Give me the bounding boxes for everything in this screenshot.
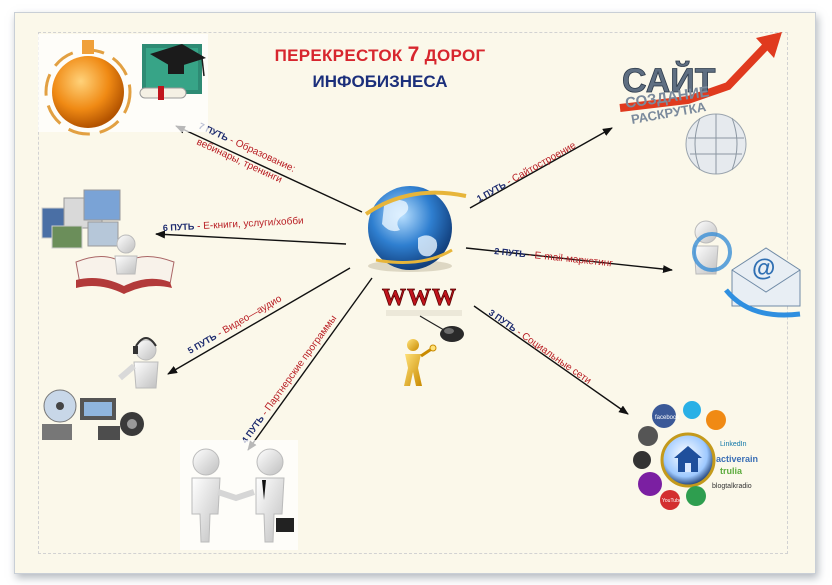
partnership-image [180,440,298,550]
route-1-label: 1 ПУТЬ - Сайтостроение [475,140,578,205]
title-prefix: ПЕРЕКРЕСТОК [274,46,408,65]
arrow-route-4 [247,277,373,451]
route-4-label: 4 ПУТЬ - Партнерские программы [240,313,340,445]
social-youtube: YouTube [662,498,682,504]
title-line-1: ПЕРЕКРЕСТОК 7 ДОРОГ [230,42,530,69]
route-5-label: 5 ПУТЬ - Видео—аудио [186,293,284,356]
email-envelope-icon: @ [724,247,801,318]
media-devices-icon [42,389,144,440]
twitter-icon [683,401,701,419]
facebook-icon [652,404,676,428]
at-symbol: @ [752,255,775,282]
yahoo-icon [638,472,662,496]
route-6-label: 6 ПУТЬ - Е-книги, услуги/хобби [163,215,304,234]
video-audio-image [42,337,159,440]
social-linkedin: LinkedIn [720,441,747,448]
diagram-title: ПЕРЕКРЕСТОК 7 ДОРОГ ИНФОБИЗНЕСА [230,42,530,95]
diploma-scroll-icon [139,86,187,100]
www-text: WWW [382,285,457,311]
stumbleupon-icon [686,486,706,506]
route-arrows [155,125,673,451]
arrow-route-5 [167,267,351,375]
screens-collage-icon [41,189,121,249]
handshake-people-icon [191,448,294,543]
social-activerain: activerain [716,454,758,464]
center-globe [364,186,467,272]
arrow-route-2 [465,247,673,274]
social-facebook: facebook [655,415,680,421]
route-3-label: 3 ПУТЬ - Социальные сети [486,307,593,386]
rss-icon [706,410,726,430]
title-suffix: ДОРОГ [419,46,486,65]
ebooks-image [41,189,175,294]
education-image [38,34,208,136]
title-line-2: ИНФОБИЗНЕСА [312,72,448,91]
person-figure-icon [114,234,138,275]
headset-person-icon [118,337,159,389]
google-icon [638,426,658,446]
route-2-label: 2 ПУТЬ - E-mail-маркетинг [494,246,614,269]
home-icon [674,446,702,472]
graduation-cap-icon [142,44,206,94]
arrow-route-7 [175,125,363,213]
person-with-at-icon [692,220,732,275]
flickr-icon [633,451,651,469]
site-building-image: САЙТ СОЗДАНИЕ РАСКРУТКА [619,32,782,175]
site-word: САЙТ [622,61,716,100]
email-marketing-image: @ [692,220,801,318]
website-globe-icon [685,113,747,175]
title-number: 7 [407,43,420,66]
www-sign: WWW [382,285,462,316]
social-networks-image: facebook YouTube LinkedIn activerain tru… [633,401,758,510]
social-blogtalkradio: blogtalkradio [712,483,752,490]
social-trulia: trulia [720,466,743,476]
arrow-route-6 [155,230,347,245]
arrow-route-3 [473,305,629,415]
computer-mouse-icon [419,315,464,342]
gold-figure-icon [404,339,437,386]
youtube-icon [660,490,680,510]
arrow-route-1 [469,127,613,209]
